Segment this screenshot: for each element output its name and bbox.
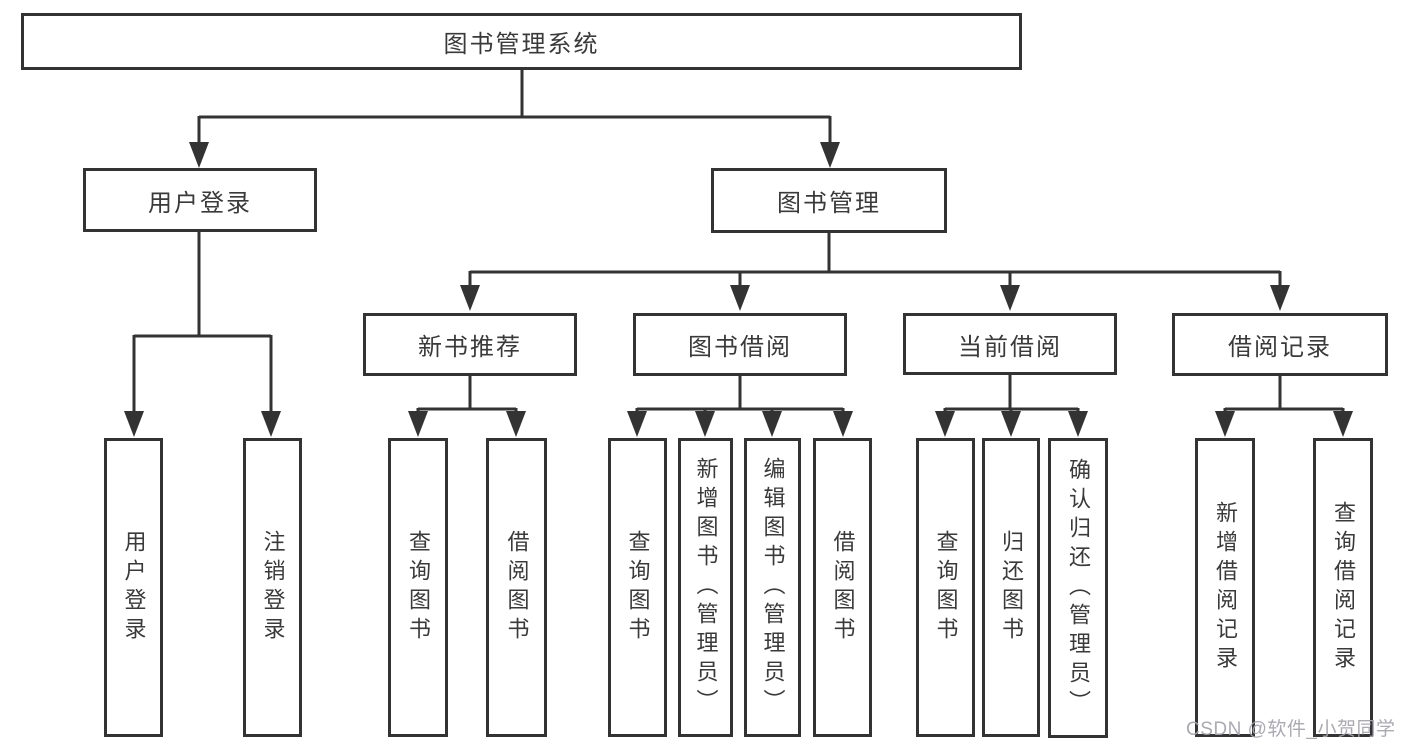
- node-user-login: 用户登录: [83, 168, 317, 232]
- node-library-system: 图书管理系统: [21, 13, 1022, 70]
- node-book-management: 图书管理: [711, 168, 947, 233]
- arrowheads: [124, 142, 1353, 437]
- leaf-confirm-return-admin: 确认归还（管理员）: [1048, 438, 1108, 738]
- leaf-return-books: 归还图书: [982, 438, 1040, 737]
- leaf-add-borrow-record: 新增借阅记录: [1195, 438, 1255, 737]
- leaf-add-books-admin: 新增图书（管理员）: [678, 438, 733, 737]
- node-book-borrow: 图书借阅: [633, 313, 847, 376]
- leaf-logout: 注销登录: [243, 438, 302, 737]
- leaf-query-borrow-record: 查询借阅记录: [1313, 438, 1373, 737]
- leaf-query-books-3: 查询图书: [916, 438, 975, 737]
- leaf-user-login: 用户登录: [104, 438, 163, 737]
- node-current-borrow: 当前借阅: [903, 313, 1117, 375]
- csdn-watermark: CSDN @软件_小贺同学: [1186, 719, 1396, 740]
- leaf-borrow-books-2: 借阅图书: [813, 438, 872, 737]
- leaf-query-books-1: 查询图书: [388, 438, 448, 737]
- leaf-query-books-2: 查询图书: [608, 438, 667, 737]
- node-borrow-records: 借阅记录: [1172, 313, 1388, 376]
- node-new-book-recommend: 新书推荐: [363, 313, 577, 376]
- leaf-borrow-books-1: 借阅图书: [486, 438, 547, 737]
- leaf-edit-books-admin: 编辑图书（管理员）: [744, 438, 801, 737]
